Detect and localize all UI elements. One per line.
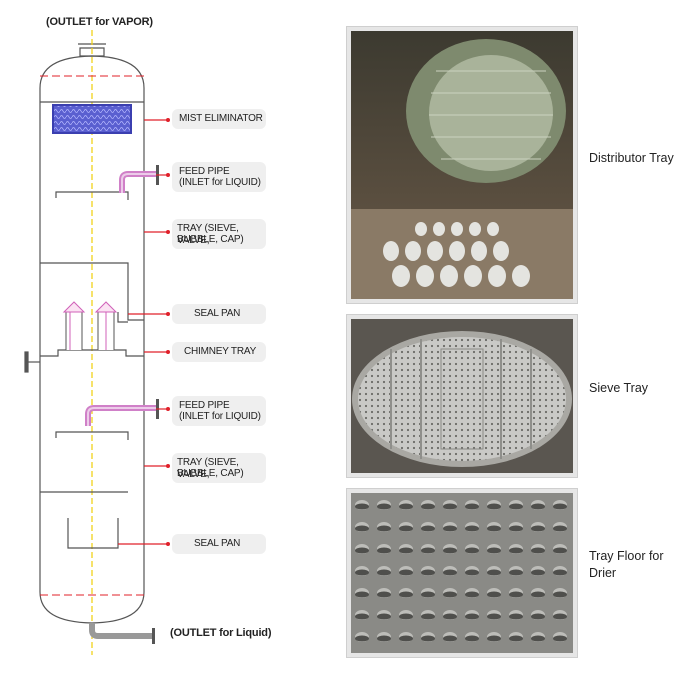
- callout-arrows: [118, 119, 168, 545]
- photo-sieve-tray: [346, 314, 578, 478]
- callout-text: SEAL PAN: [194, 538, 241, 549]
- caption-tray-floor: Tray Floor for Drier: [589, 549, 664, 580]
- vapor-outlet-label: (OUTLET for VAPOR): [46, 16, 153, 28]
- callout-text: CHIMNEY TRAY: [184, 346, 257, 357]
- callout-tray-1: TRAY (SIEVE, VALVE, BUBBLE, CAP): [172, 219, 266, 249]
- callout-text: BUBBLE, CAP): [177, 468, 244, 479]
- bottom-outlet-pipe: [89, 623, 155, 644]
- internals: [40, 191, 144, 549]
- photo-distributor-tray: [346, 26, 578, 304]
- callout-text: (INLET for LIQUID): [179, 411, 261, 422]
- callout-text: TRAY (SIEVE, VALVE,: [177, 223, 239, 246]
- callout-text: (INLET for LIQUID): [179, 177, 261, 188]
- feed-pipe-1: [119, 165, 159, 193]
- callout-chimney-tray: CHIMNEY TRAY: [172, 342, 266, 362]
- photo-tray-floor: [346, 488, 578, 658]
- side-nozzle: [24, 351, 40, 373]
- callout-text: BUBBLE, CAP): [177, 234, 244, 245]
- callout-text: FEED PIPE: [179, 400, 230, 411]
- callout-text: TRAY (SIEVE, VALVE,: [177, 457, 239, 480]
- caption-sieve-tray: Sieve Tray: [589, 381, 649, 395]
- callout-feed-pipe-1: FEED PIPE (INLET for LIQUID): [172, 162, 266, 192]
- liquid-outlet-label: (OUTLET for Liquid): [170, 627, 272, 639]
- callout-mist-eliminator: MIST ELIMINATOR: [172, 109, 266, 129]
- callout-dots: [166, 118, 170, 546]
- chimneys: [62, 301, 118, 350]
- callout-text: SEAL PAN: [194, 308, 241, 319]
- mist-eliminator: [40, 101, 144, 134]
- callout-tray-2: TRAY (SIEVE, VALVE, BUBBLE, CAP): [172, 453, 266, 483]
- head-seams: [40, 75, 144, 596]
- callout-text: MIST ELIMINATOR: [179, 113, 263, 124]
- callout-seal-pan-1: SEAL PAN: [172, 304, 266, 324]
- callout-text: FEED PIPE: [179, 166, 230, 177]
- feed-pipe-2: [85, 399, 159, 426]
- caption-distributor-tray: Distributor Tray: [589, 151, 674, 165]
- callout-feed-pipe-2: FEED PIPE (INLET for LIQUID): [172, 396, 266, 426]
- callout-seal-pan-2: SEAL PAN: [172, 534, 266, 554]
